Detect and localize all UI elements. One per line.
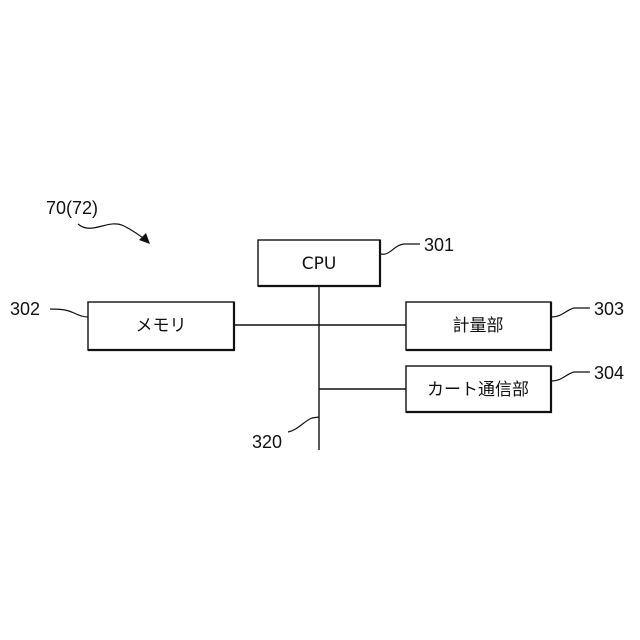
cpu-ref-leader	[381, 244, 420, 254]
measuring-unit-block: 計量部	[406, 302, 551, 350]
cpu-block: CPU	[258, 240, 380, 286]
figure-reference-label: 70(72)	[46, 198, 98, 218]
measuring-unit-label: 計量部	[453, 316, 504, 336]
cpu-ref-number: 301	[424, 235, 454, 255]
cart-comm-unit-label: カート通信部	[427, 380, 529, 400]
memory-ref-leader	[50, 309, 88, 317]
memory-block: メモリ	[88, 302, 234, 350]
cart-comm-unit-ref-number: 304	[594, 363, 624, 383]
figure-reference-arrow	[78, 224, 146, 240]
cart-comm-unit-block: カート通信部	[406, 366, 551, 412]
bus-ref-number: 320	[252, 432, 282, 452]
measuring-unit-ref-leader	[552, 308, 590, 317]
cpu-label: CPU	[302, 254, 337, 274]
arrowhead-icon	[139, 233, 150, 244]
memory-label: メモリ	[136, 316, 187, 336]
measuring-unit-ref-number: 303	[594, 299, 624, 319]
cart-comm-unit-ref-leader	[552, 372, 590, 381]
bus-ref-leader	[288, 417, 319, 432]
memory-ref-number: 302	[10, 299, 40, 319]
